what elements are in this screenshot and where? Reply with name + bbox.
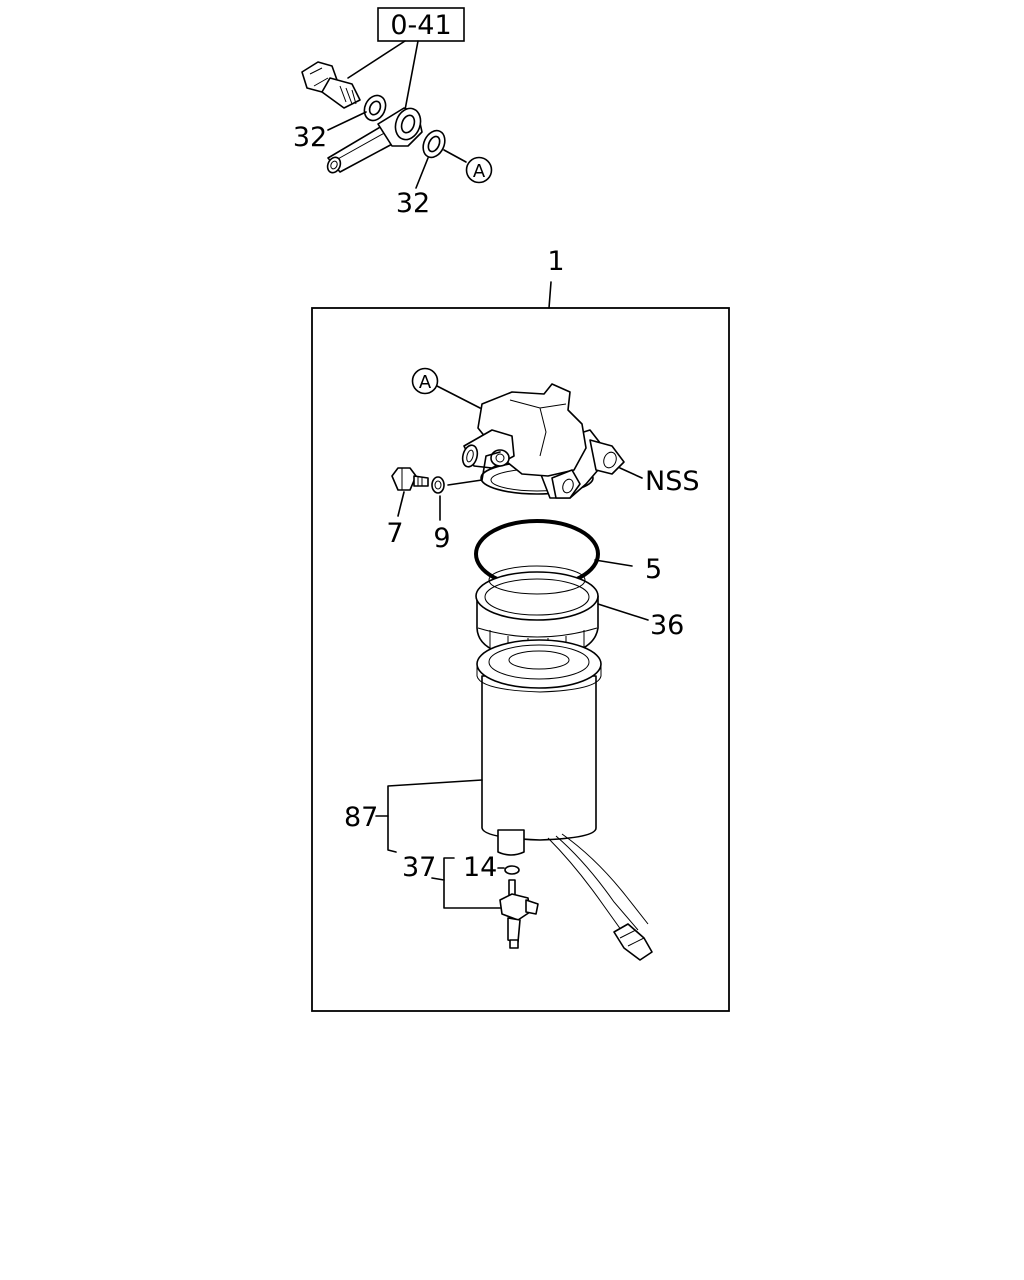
callout-a-head[interactable]: A <box>411 367 439 395</box>
washer-32-lower <box>422 129 446 159</box>
bracket-87 <box>387 779 483 853</box>
filter-head <box>461 383 625 499</box>
label-1: 1 <box>547 246 564 277</box>
leader-line-1 <box>548 281 552 309</box>
filter-element-87 <box>476 639 653 961</box>
leader-line-a-top <box>443 149 467 163</box>
callout-a-top[interactable]: A <box>465 156 493 184</box>
leader-line-head-port <box>447 451 501 486</box>
leader-line-32-lower <box>415 157 429 189</box>
leader-line-5 <box>594 559 633 567</box>
leader-line-7 <box>397 491 405 517</box>
callout-a-top-label: A <box>473 161 486 182</box>
label-32-upper: 32 <box>293 122 327 153</box>
leader-line-a-head <box>436 385 481 409</box>
reference-box-0-41[interactable]: 0-41 <box>377 7 465 42</box>
water-sensor-37 <box>499 879 539 949</box>
callout-a-head-label: A <box>419 372 432 393</box>
bolt-7 <box>391 467 429 491</box>
label-7: 7 <box>386 518 403 549</box>
eye-bolt <box>301 61 361 109</box>
label-14: 14 <box>463 852 497 883</box>
reference-box-label: 0-41 <box>390 10 451 41</box>
bracket-37-upper <box>443 857 455 881</box>
label-nss: NSS <box>645 466 699 497</box>
label-36: 36 <box>650 610 684 641</box>
label-5: 5 <box>645 554 662 585</box>
label-32-lower: 32 <box>396 188 430 219</box>
leader-line-32-upper <box>327 111 367 131</box>
label-37: 37 <box>402 852 436 883</box>
bracket-37 <box>431 877 501 909</box>
assembly-1-frame <box>311 307 730 1012</box>
o-ring-14 <box>504 865 520 875</box>
leader-line-ref-bolt <box>347 40 406 79</box>
leader-line-ref-eye <box>404 40 419 111</box>
leader-line-36 <box>597 603 649 621</box>
washer-9 <box>431 476 445 494</box>
eye-fitting-pipe <box>326 107 423 174</box>
leader-line-nss <box>619 467 643 479</box>
label-9: 9 <box>433 523 450 554</box>
washer-32-upper <box>363 94 387 122</box>
label-87: 87 <box>344 802 378 833</box>
